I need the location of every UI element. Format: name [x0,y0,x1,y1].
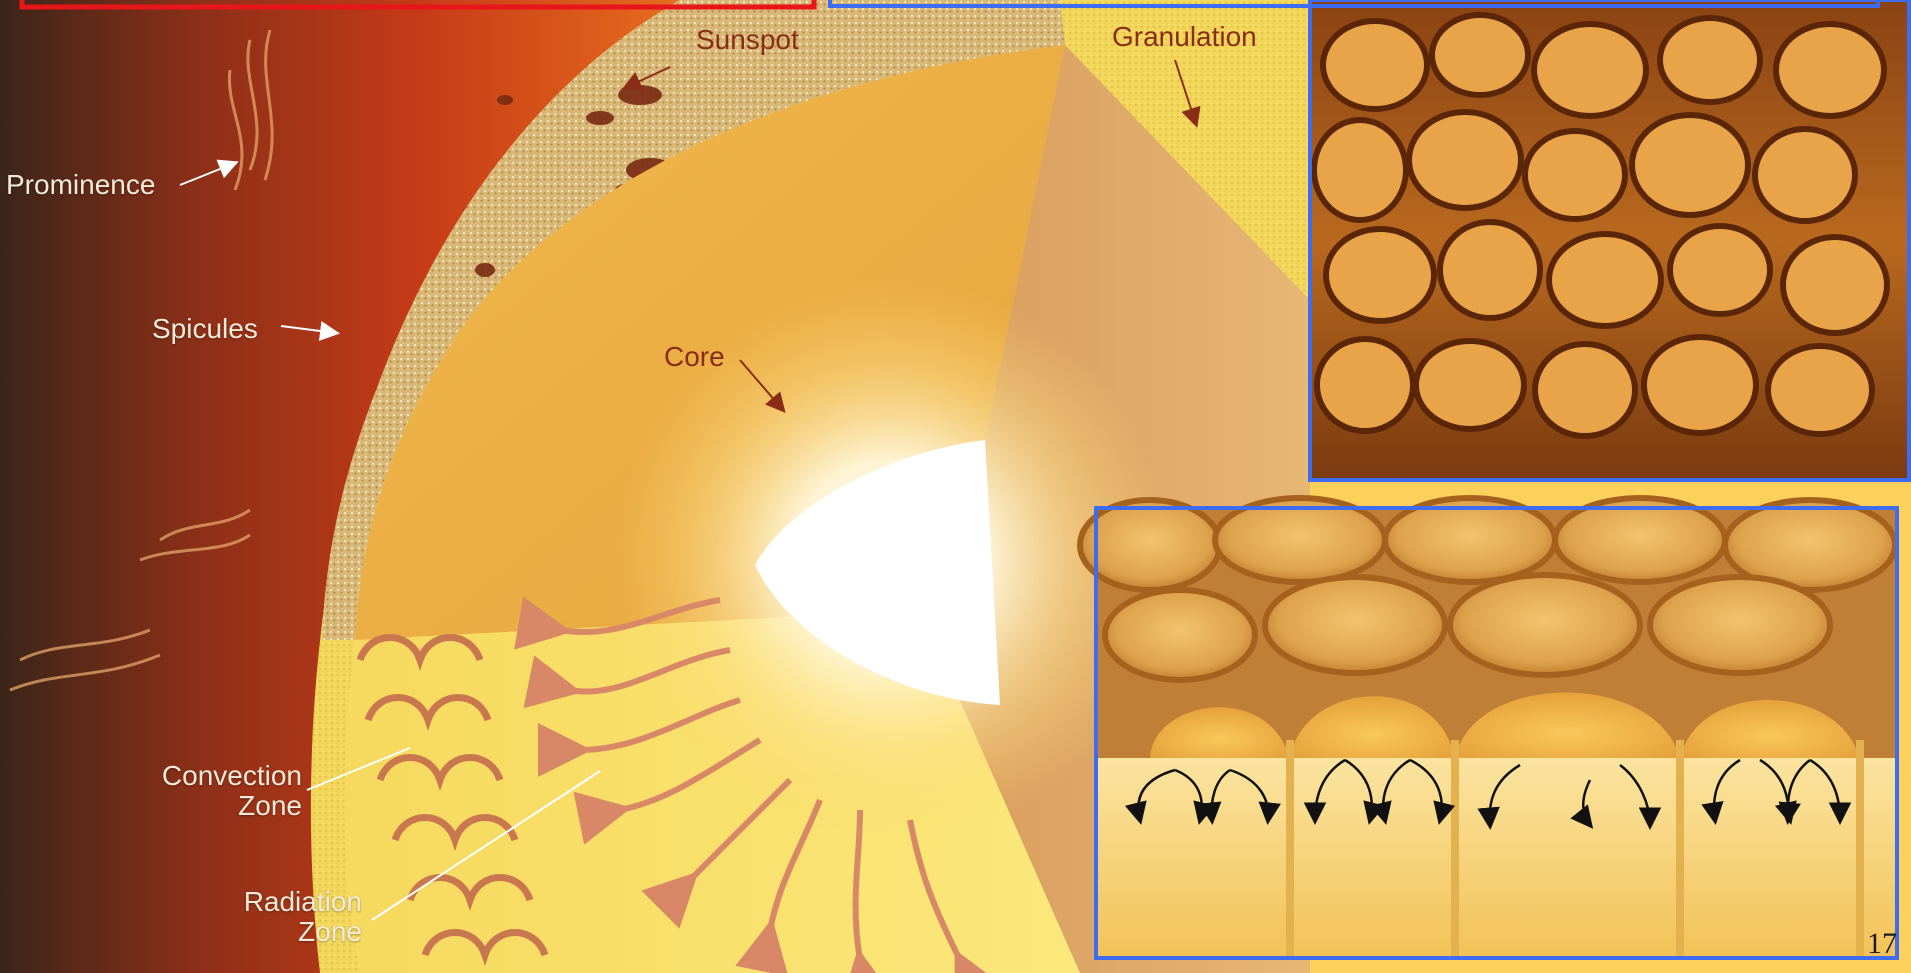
granulation-photo-inset [1310,0,1911,481]
convection-zone-label-line1: Convection [140,761,302,790]
convection-zone-label-line2: Zone [140,791,302,820]
spicules-label: Spicules [152,314,258,343]
radiation-zone-label-line1: Radiation [200,887,362,916]
prominence-label: Prominence [6,170,155,199]
convection-illustration-inset [1080,498,1896,958]
granulation-label: Granulation [1112,22,1257,51]
slide-page-number: 17 [1867,927,1897,961]
sunspot-label: Sunspot [696,25,799,54]
core-label: Core [664,342,725,371]
radiation-zone-label-line2: Zone [200,917,362,946]
